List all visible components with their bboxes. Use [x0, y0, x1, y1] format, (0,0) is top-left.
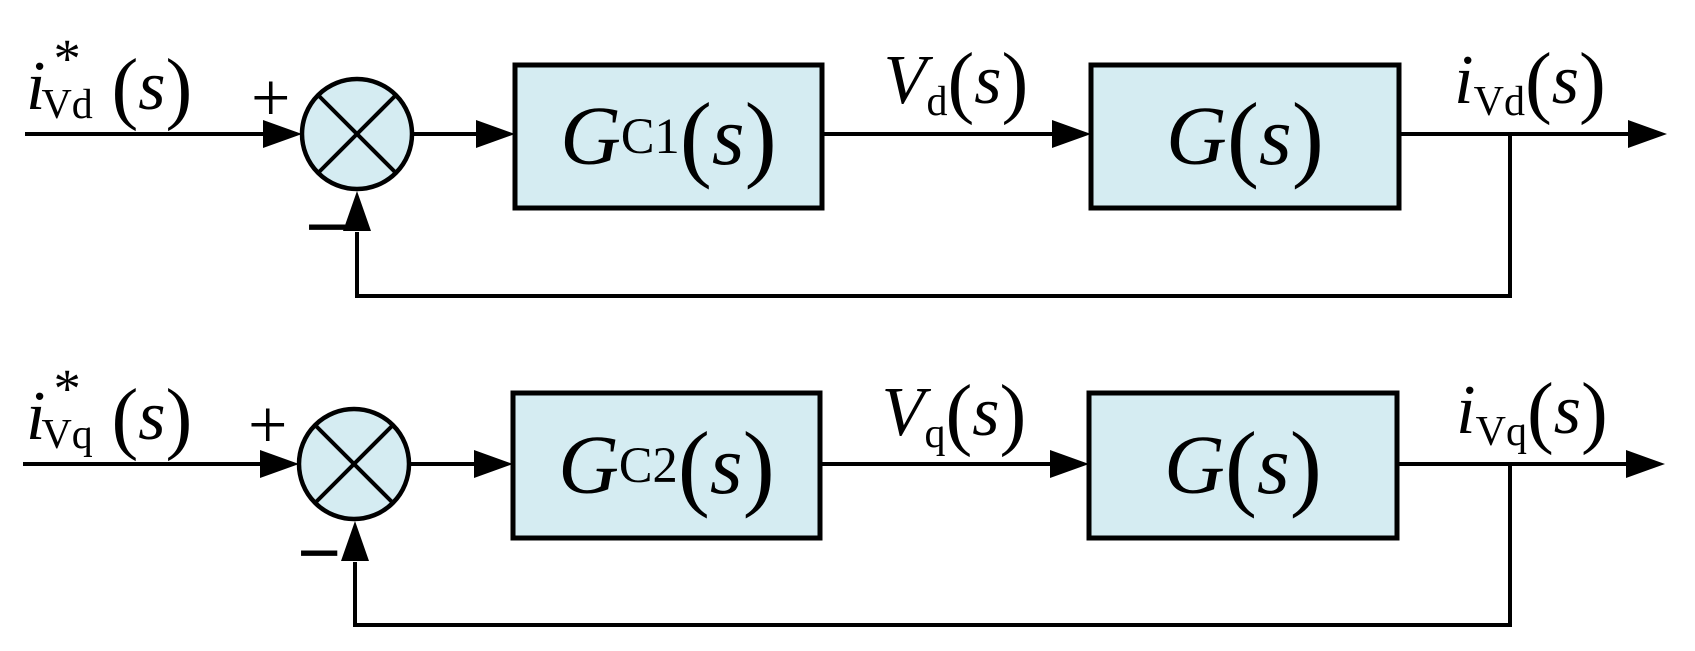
input-sup-q: *: [53, 358, 81, 419]
q-axis-loop: [23, 390, 1665, 627]
arrowhead-into-plant-q: [1050, 450, 1089, 478]
arrowhead-into-controller-d: [476, 120, 515, 148]
intermediate-signal-label-q: Vq(s): [881, 368, 1027, 458]
feedback-line-d: [355, 134, 1512, 298]
controller-block-d: [512, 62, 825, 211]
input-sup-d: *: [53, 28, 81, 89]
input-signal-label-d: i*Vd(s): [26, 28, 193, 132]
intermediate-signal-label-d: Vd(s): [883, 36, 1029, 126]
plant-block-q: [1086, 390, 1400, 541]
arrowhead-output-q: [1626, 450, 1665, 478]
arrowhead-into-plant-d: [1052, 120, 1091, 148]
feedback-line-q: [353, 464, 1512, 627]
summing-junction-icon-d: [299, 76, 415, 192]
input-supsub-d: *Vd: [41, 31, 111, 126]
plant-block-label-d: G(s): [1166, 82, 1324, 190]
output-signal-label-d: iVd(s): [1454, 36, 1606, 126]
input-base-d: i: [26, 48, 46, 125]
d-axis-loop: [25, 62, 1667, 298]
minus-sign-q: −: [297, 509, 342, 596]
input-signal-label-q: i*Vq(s): [26, 358, 193, 462]
plant-block-label-q: G(s): [1164, 411, 1322, 519]
arrowhead-into-sum-d: [263, 120, 302, 148]
arrowhead-output-d: [1628, 120, 1667, 148]
controller-block-q: [510, 390, 823, 541]
summing-junction-icon-q: [296, 406, 412, 522]
plus-sign-q: +: [248, 387, 288, 464]
input-base-q: i: [26, 378, 46, 455]
minus-sign-d: −: [305, 183, 350, 270]
arrowhead-into-sum-q: [260, 450, 299, 478]
input-sub-q: Vq: [41, 412, 93, 458]
input-supsub-q: *Vq: [41, 361, 111, 456]
arrowhead-into-controller-q: [474, 450, 513, 478]
output-signal-label-q: iVq(s): [1456, 366, 1608, 456]
input-sub-d: Vd: [41, 82, 93, 128]
plant-block-d: [1088, 62, 1402, 211]
plus-sign-d: +: [251, 60, 291, 137]
arrowhead-feedback-into-sum-d: [343, 191, 371, 231]
arrowhead-feedback-into-sum-q: [341, 521, 369, 561]
